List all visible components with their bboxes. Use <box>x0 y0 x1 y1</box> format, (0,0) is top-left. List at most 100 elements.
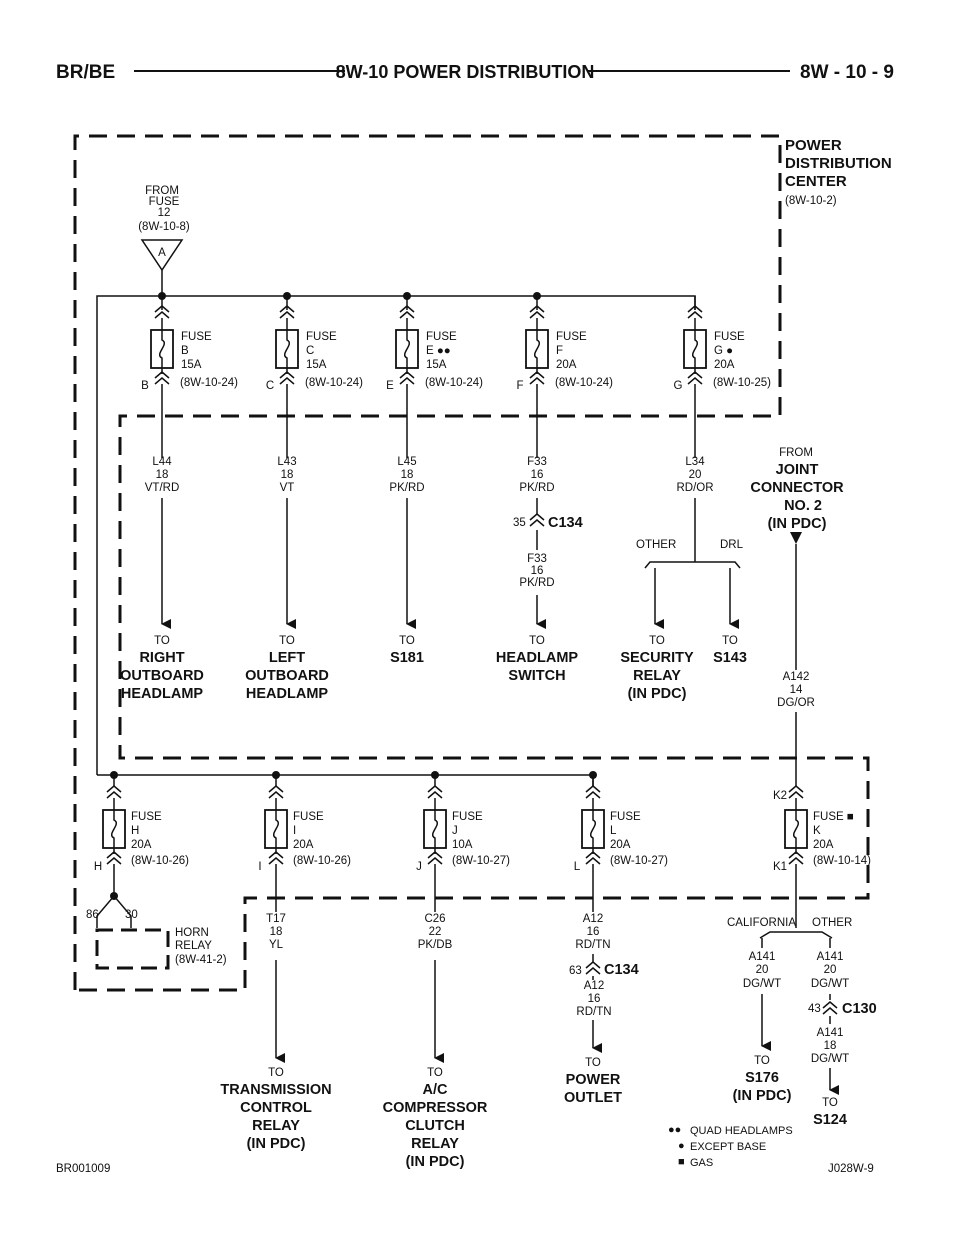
c134-bottom-wire-after-1: A12 <box>584 980 604 992</box>
fuse-b-top-terminal-icon <box>154 305 170 319</box>
legend-text-1: QUAD HEADLAMPS <box>690 1125 793 1137</box>
dest-i-line-1: TRANSMISSION <box>220 1082 331 1098</box>
fuse-e-pin: E <box>386 380 394 392</box>
source-line-3: 12 <box>158 207 171 219</box>
wire-g-spec-3: RD/OR <box>676 482 713 494</box>
fuse-g-label-2: G ● <box>714 345 733 357</box>
dest-j-line-5: (IN PDC) <box>406 1154 465 1170</box>
k-left-wire-1: A141 <box>749 951 776 963</box>
header-right: 8W - 10 - 9 <box>800 62 894 83</box>
fuse-b-ref: (8W-10-24) <box>180 377 238 389</box>
k-right-wire-after-3: DG/WT <box>811 1053 849 1065</box>
fuse-g-icon-element <box>692 330 698 368</box>
fuse-i-label-3: 20A <box>293 839 314 851</box>
dest-i-to: TO <box>268 1067 284 1079</box>
c134-top-name: C134 <box>548 515 583 531</box>
c134-bottom-wire-after-3: RD/TN <box>576 1006 611 1018</box>
dest-f-line-1: HEADLAMP <box>496 650 578 666</box>
fuse-i-label-1: FUSE <box>293 811 324 823</box>
dest-l-line-2: OUTLET <box>564 1090 622 1106</box>
fuse-e-bottom-terminal-icon <box>399 371 415 385</box>
horn-line-3: (8W-41-2) <box>175 954 227 966</box>
wire-g-spec-1: L34 <box>685 456 705 468</box>
fuse-j-icon-element <box>432 810 438 848</box>
legend-sym-3: ■ <box>678 1156 685 1168</box>
fuse-i-ref: (8W-10-26) <box>293 855 351 867</box>
legend-sym-2: ● <box>678 1140 685 1152</box>
wire-l-spec-3: RD/TN <box>575 939 610 951</box>
dest-s176-line-1: S176 <box>745 1070 779 1086</box>
fuse-b-label-1: FUSE <box>181 331 212 343</box>
joint-arrow-icon <box>790 532 802 544</box>
fuse-e-label-1: FUSE <box>426 331 457 343</box>
fuse-h-icon-element <box>111 810 117 848</box>
fuse-c-pin: C <box>266 380 274 392</box>
fuse-i-pin: I <box>258 861 261 873</box>
top-fuse-group: FUSEB15A(8W-10-24)BL4418VT/RDTORIGHTOUTB… <box>120 292 802 786</box>
dest-j-line-4: RELAY <box>411 1136 459 1152</box>
c134-top-connector-icon <box>529 513 545 527</box>
legend-sym-1: ●● <box>668 1124 681 1136</box>
dest-f-to: TO <box>529 635 545 647</box>
c134-top-pin: 35 <box>513 517 526 529</box>
k-branch-right-label: OTHER <box>812 917 852 929</box>
c134-bottom-wire-after-2: 16 <box>588 993 601 1005</box>
wire-l-spec-2: 16 <box>587 926 600 938</box>
fuse-c-top-terminal-icon <box>279 305 295 319</box>
k-right-wire-3: DG/WT <box>811 978 849 990</box>
wire-e-spec-3: PK/RD <box>389 482 424 494</box>
fuse-i-bottom-terminal-icon <box>268 851 284 865</box>
joint-line-1: JOINT <box>776 462 819 478</box>
fuse-f-label-3: 20A <box>556 359 577 371</box>
fuse-c-label-1: FUSE <box>306 331 337 343</box>
fuse-c-label-3: 15A <box>306 359 327 371</box>
wire-l-spec-1: A12 <box>583 913 603 925</box>
dest-j-to: TO <box>427 1067 443 1079</box>
fuse-g-top-terminal-icon <box>687 305 703 319</box>
c134-top-wire-after-2: 16 <box>531 565 544 577</box>
bottom-bus-bar <box>97 774 594 786</box>
fuse-h-bottom-terminal-icon <box>106 851 122 865</box>
joint-line-3: NO. 2 <box>784 498 822 514</box>
bottom-fuse-group: FUSEH20A(8W-10-26)HFUSEI20A(8W-10-26)IT1… <box>94 771 871 1170</box>
wire-j-spec-1: C26 <box>424 913 445 925</box>
fuse-c-bottom-terminal-icon <box>279 371 295 385</box>
fuse-c-icon-element <box>284 330 290 368</box>
source-connector-letter: A <box>158 247 166 259</box>
fuse-l-label-1: FUSE <box>610 811 641 823</box>
fuse-h-pin: H <box>94 861 102 873</box>
c130-pin: 43 <box>808 1003 821 1015</box>
wire-i-spec-2: 18 <box>270 926 283 938</box>
fuse-j-label-1: FUSE <box>452 811 483 823</box>
fuse-c-label-2: C <box>306 345 314 357</box>
fuse-f-label-1: FUSE <box>556 331 587 343</box>
dest-security-line-1: SECURITY <box>620 650 694 666</box>
joint-line-4: (IN PDC) <box>768 516 827 532</box>
dest-s124-line-1: S124 <box>813 1112 847 1128</box>
dest-e-to: TO <box>399 635 415 647</box>
horn-pin-86: 86 <box>86 909 99 921</box>
c134-bottom-pin: 63 <box>569 965 582 977</box>
footer-right: J028W-9 <box>828 1163 874 1175</box>
pdc-label-line-1: POWER <box>785 137 842 154</box>
wire-f-spec-1: F33 <box>527 456 547 468</box>
fuse-j-ref: (8W-10-27) <box>452 855 510 867</box>
wire-i-spec-3: YL <box>269 939 284 951</box>
k-branch-bracket <box>759 931 833 939</box>
fuse-f-ref: (8W-10-24) <box>555 377 613 389</box>
pdc-ref: (8W-10-2) <box>785 195 837 207</box>
fuse-j-bottom-terminal-icon <box>427 851 443 865</box>
fuse-k-pin-top: K2 <box>773 790 787 802</box>
horn-line-1: HORN <box>175 927 209 939</box>
dest-b-line-2: OUTBOARD <box>120 668 204 684</box>
dest-i-line-3: RELAY <box>252 1118 300 1134</box>
fuse-e-label-3: 15A <box>426 359 447 371</box>
a142-wire-1: A142 <box>783 671 810 683</box>
fuse-e-ref: (8W-10-24) <box>425 377 483 389</box>
legend-text-2: EXCEPT BASE <box>690 1141 766 1153</box>
dest-b-line-3: HEADLAMP <box>121 686 203 702</box>
footer-left: BR001009 <box>56 1163 110 1175</box>
dest-s124-to: TO <box>822 1097 838 1109</box>
